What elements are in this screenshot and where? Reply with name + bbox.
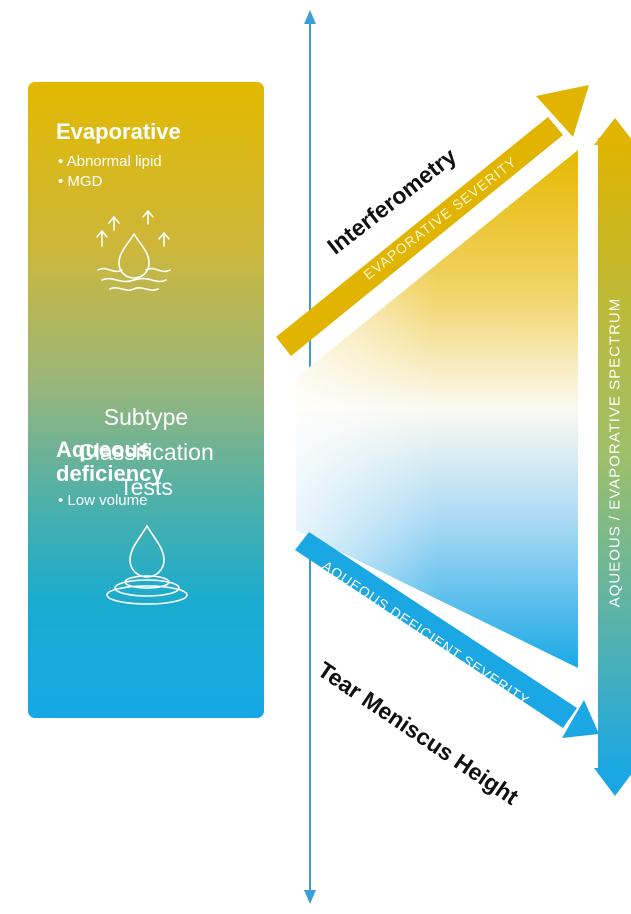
aqueous-severity-arrow	[295, 532, 599, 738]
axis-up-arrow	[304, 10, 316, 24]
subtype-classification-title: Subtype Classification Tests	[28, 400, 264, 505]
water-drop-icon	[106, 524, 188, 605]
axis-down-arrow	[304, 890, 316, 904]
center-line-1: Subtype	[103, 404, 189, 430]
center-line-2: Classification	[78, 439, 214, 465]
evaporating-drop-icon	[96, 210, 171, 291]
center-line-3: Tests	[119, 474, 173, 500]
aqueous-title-line-1: Aqueous	[56, 437, 151, 462]
aqueous-title-line-2: deficiency	[56, 461, 164, 486]
evaporative-bullet-lipid: • Abnormal lipid	[58, 153, 162, 170]
evaporative-severity-arrow	[276, 85, 589, 356]
subtype-panel: Evaporative • Abnormal lipid • MGD Subty…	[28, 82, 264, 718]
spectrum-double-arrow	[594, 118, 631, 796]
spectrum-label: AQUEOUS / EVAPORATIVE SPECTRUM	[606, 297, 624, 608]
evaporative-title: Evaporative	[56, 119, 181, 144]
evaporative-bullet-mgd: • MGD	[58, 173, 103, 190]
aqueous-bullet-low-volume: • Low volume	[58, 492, 148, 509]
